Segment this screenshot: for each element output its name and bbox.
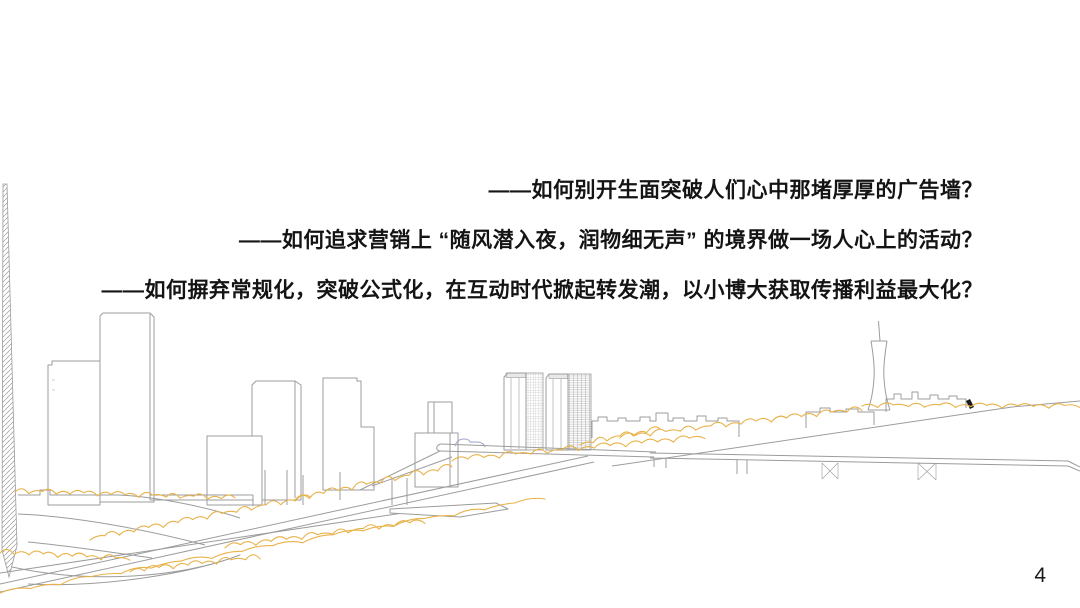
tree-lines [0, 402, 1080, 594]
question-line-2: ——如何追求营销上 “随风潜入夜，润物细无声” 的境界做一场人心上的活动？ [238, 229, 983, 252]
questions-block: ——如何别开生面突破人们心中那堵厚厚的广告墙？ ——如何追求营销上 “随风潜入夜… [102, 166, 984, 316]
question-line-1: ——如何别开生面突破人们心中那堵厚厚的广告墙？ [488, 179, 983, 202]
low-skyline [591, 391, 974, 438]
mid-building [414, 401, 459, 488]
page-number: 4 [1034, 564, 1046, 587]
bridge [649, 452, 1080, 481]
question-line-3: ——如何摒弃常规化，突破公式化，在互动时代掀起转发潮，以小博大获取传播利益最大化… [101, 279, 983, 302]
car-outline [454, 438, 486, 448]
twin-towers [503, 372, 592, 451]
roads [0, 455, 595, 593]
black-flag-mark [966, 399, 974, 409]
canton-tower [867, 320, 891, 411]
river-bank [611, 400, 1080, 467]
flyover-road [359, 438, 657, 491]
spire-tower [1, 183, 18, 579]
office-buildings-left [47, 312, 408, 506]
